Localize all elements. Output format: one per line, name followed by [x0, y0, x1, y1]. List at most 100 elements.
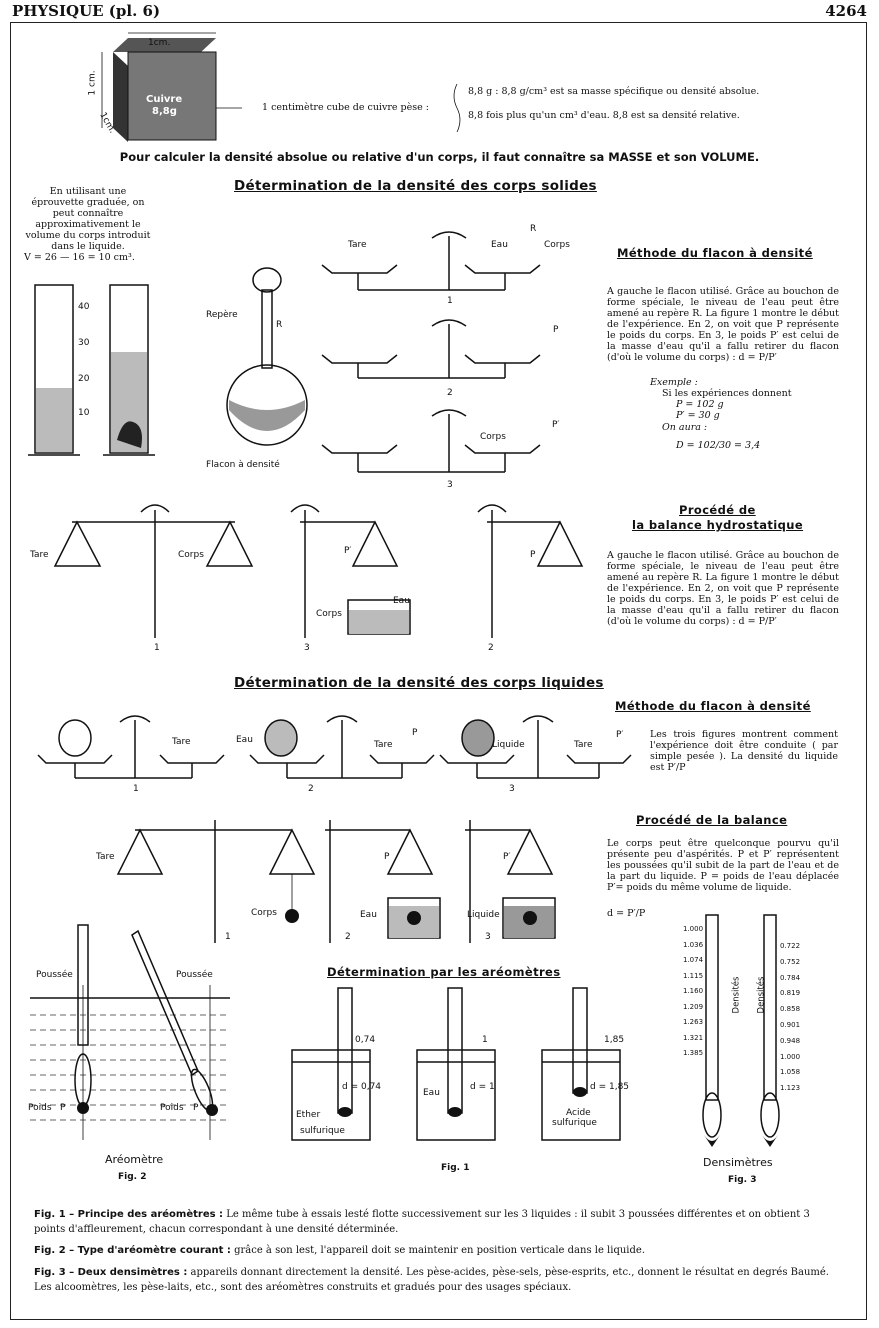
graduated-cylinder-left — [28, 284, 80, 456]
caption-fig2-text: grâce à son lest, l'appareil doit se mai… — [234, 1245, 645, 1256]
beakers-figure — [291, 987, 621, 1141]
liquids-title: Détermination de la densité des corps li… — [234, 675, 604, 691]
balance-num-1: 1 — [447, 296, 453, 306]
caption-fig2: Fig. 2 – Type d'aréomètre courant : grâc… — [34, 1243, 844, 1258]
cube-line2: 8,8 fois plus qu'un cm³ d'eau. 8,8 est s… — [468, 110, 740, 121]
beaker1-d: d = 0,74 — [342, 1082, 382, 1092]
weight-label-2: Poids — [160, 1103, 184, 1113]
beaker2-liquid1: Eau — [423, 1088, 440, 1098]
liquid-num-3: 3 — [509, 784, 515, 794]
hydro-body-label: Corps — [178, 550, 204, 560]
beaker1-liquid1: Ether — [296, 1110, 321, 1120]
hydro-text: A gauche le flacon utilisé. Grâce au bou… — [607, 550, 839, 627]
balance-method-text: Le corps peut être quelconque pourvu qu'… — [607, 838, 839, 893]
tick-40: 40 — [78, 302, 90, 312]
caption-fig2-head: Fig. 2 – Type d'aréomètre courant : — [34, 1245, 231, 1256]
dens-right-value: 0.901 — [780, 1021, 801, 1029]
balance-num-2: 2 — [447, 388, 453, 398]
solid-balance-2 — [321, 319, 541, 379]
dens-left-value: 1.074 — [683, 956, 704, 964]
hydrostatic-balance-2 — [477, 504, 584, 638]
balance-pprime-label: P′ — [552, 420, 560, 430]
hydrostatic-balance-1 — [53, 504, 254, 638]
dens-right-value: 1.058 — [780, 1068, 801, 1077]
balance-method-formula: d = P′/P — [607, 908, 646, 919]
graduated-text: En utilisant une éprouvette graduée, on … — [25, 186, 151, 252]
example-title: Exemple : — [650, 377, 698, 388]
beaker1-mark: 0,74 — [355, 1035, 376, 1045]
cube-dim-top: 1cm. — [148, 38, 171, 48]
liquid-num-2: 2 — [308, 784, 314, 794]
hydro-title-2: la balance hydrostatique — [632, 518, 804, 532]
liquid-num-1: 1 — [133, 784, 139, 794]
cube-dim-left: 1 cm. — [87, 70, 98, 96]
flask-r-label: R — [276, 320, 283, 330]
flask-method-text: A gauche le flacon utilisé. Grâce au bou… — [607, 286, 839, 363]
graduated-cylinder-right — [103, 284, 155, 456]
example-result: D = 102/30 = 3,4 — [676, 440, 761, 451]
dens-left-value: 1.160 — [683, 987, 704, 995]
flask-method-title: Méthode du flacon à densité — [617, 246, 813, 260]
liquid-pprime-label: P′ — [616, 730, 624, 740]
areometers-title: Détermination par les aréomètres — [327, 965, 561, 979]
balance-num-3: 3 — [447, 480, 453, 490]
cube-line1: 8,8 g : 8,8 g/cm³ est sa masse spécifiqu… — [468, 86, 760, 97]
balance-water-label: Eau — [491, 240, 508, 250]
lb-body-label: Corps — [251, 908, 277, 918]
caption-fig1: Fig. 1 – Principe des aréomètres : Le mê… — [34, 1207, 844, 1237]
balance-p-label: P — [553, 325, 559, 335]
cube-material: Cuivre — [146, 94, 183, 105]
dens-left-value: 1.209 — [683, 1002, 704, 1011]
beaker3-d: d = 1,85 — [590, 1082, 630, 1092]
flask-name: Flacon à densité — [206, 460, 280, 470]
hydro-title-1: Procédé de — [679, 503, 756, 517]
lb-num-1: 1 — [225, 932, 231, 942]
cube-statement: 1 centimètre cube de cuivre pèse : — [262, 102, 429, 113]
areometer-figure — [30, 924, 230, 1140]
beaker3-liquid2: sulfurique — [552, 1118, 597, 1128]
graduated-formula: V = 26 — 16 = 10 cm³. — [24, 252, 135, 263]
hydro-num-3: 3 — [304, 643, 310, 653]
balance-r-label: R — [530, 224, 537, 234]
caption-fig1-text: Le même tube à essais lesté flotte succe… — [34, 1209, 810, 1235]
dens-left-value: 1.321 — [683, 1033, 704, 1042]
balance-method-title: Procédé de la balance — [636, 813, 788, 827]
dens-left-value: 1.263 — [683, 1018, 704, 1026]
densimeters-figure — [702, 914, 780, 1147]
hydro-water-label: Eau — [393, 596, 410, 606]
example-pprime: P′ = 30 g — [676, 410, 720, 421]
balance-tare-label: Tare — [348, 240, 367, 250]
solid-balance-1 — [321, 231, 541, 291]
hydro-p-label: P — [530, 550, 536, 560]
caption-fig3-text: appareils donnant directement la densité… — [34, 1267, 829, 1293]
cube-mass: 8,8g — [152, 106, 177, 117]
dens-right-value: 1.000 — [780, 1052, 801, 1061]
intro-text: Pour calculer la densité absolue ou rela… — [119, 150, 760, 164]
dens-right-value: 0.858 — [780, 1005, 801, 1014]
liquid-p-label: P — [412, 728, 418, 738]
lb-num-3: 3 — [485, 932, 491, 942]
beaker1-liquid2: sulfurique — [300, 1126, 345, 1136]
solid-balance-3 — [321, 409, 541, 473]
balance-body-label: Corps — [544, 240, 570, 250]
density-flask — [226, 267, 308, 446]
liquid-tare-3: Tare — [574, 740, 593, 750]
beaker2-mark: 1 — [482, 1035, 488, 1045]
lb-num-2: 2 — [345, 932, 351, 942]
liquid-water-label: Eau — [236, 735, 253, 745]
beaker2-d: d = 1 — [470, 1082, 495, 1092]
liquid-flask-method-text: Les trois figures montrent comment l'exp… — [650, 729, 838, 773]
lb-liquid-label: Liquide — [467, 910, 500, 920]
page-number: 4264 — [825, 2, 867, 20]
hydro-num-2: 2 — [488, 643, 494, 653]
dens-left-value: 1.036 — [683, 940, 704, 949]
dens-right-value: 0.819 — [780, 989, 801, 998]
page-frame — [10, 22, 867, 1320]
on-aura: On aura : — [662, 422, 708, 433]
hydro-tare-label: Tare — [30, 550, 49, 560]
liquid-balance — [116, 820, 556, 943]
weight-label-1: Poids — [28, 1103, 52, 1113]
weight-p-1: P — [60, 1103, 66, 1113]
lb-p-label: P — [384, 852, 390, 862]
